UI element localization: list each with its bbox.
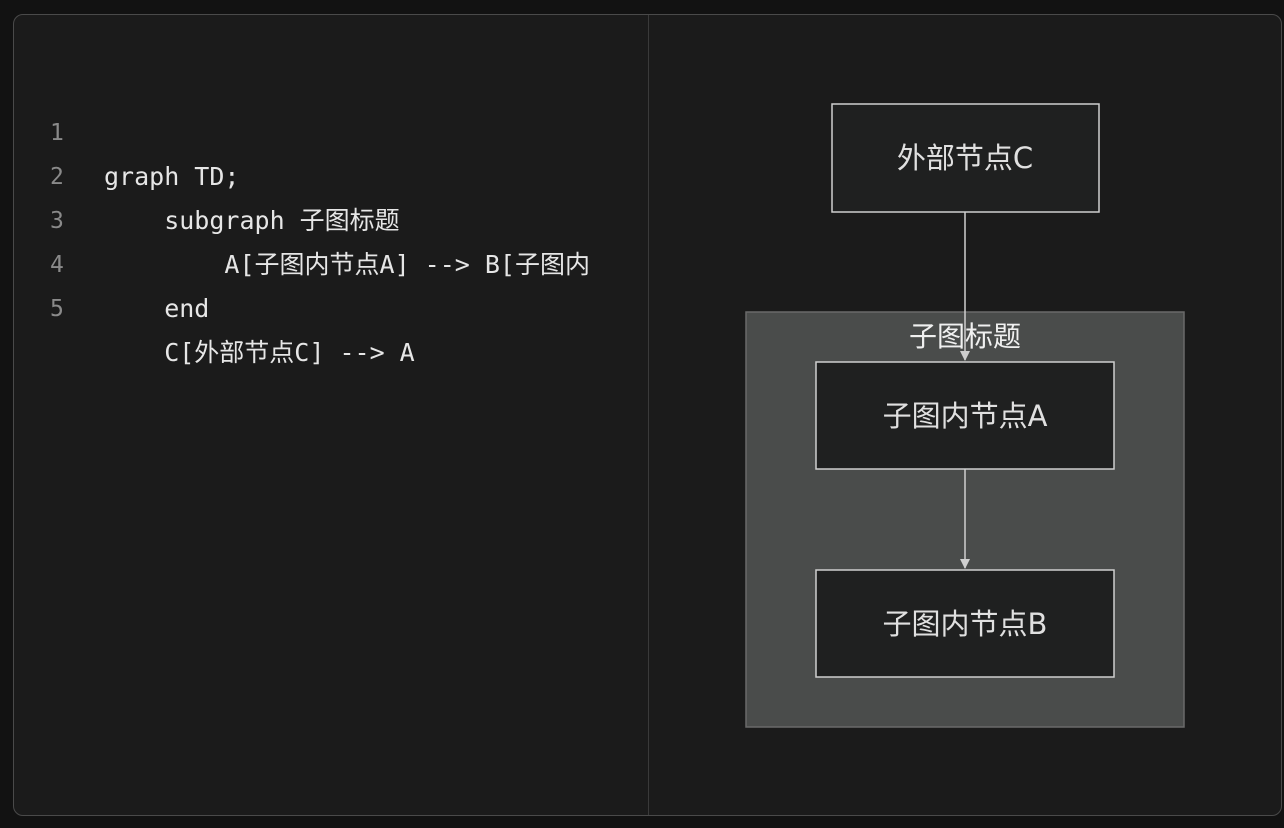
node-a-label: 子图内节点A — [883, 399, 1048, 433]
code-line[interactable]: 3 A[子图内节点A] --> B[子图内 — [14, 155, 590, 279]
node-b-box[interactable] — [815, 569, 1115, 678]
line-number: 5 — [50, 296, 64, 322]
node-b-label: 子图内节点B — [883, 607, 1048, 641]
code-line[interactable]: 2 subgraph 子图标题 — [14, 111, 400, 235]
mermaid-editor-panel: 1 graph TD; 2 subgraph 子图标题 3 A[子图内节点A] … — [13, 14, 1282, 816]
line-number: 4 — [50, 252, 64, 278]
line-number: 2 — [50, 164, 64, 190]
code-text[interactable]: graph TD; — [104, 162, 240, 191]
code-editor[interactable]: 1 graph TD; 2 subgraph 子图标题 3 A[子图内节点A] … — [14, 15, 648, 815]
line-number: 3 — [50, 208, 64, 234]
flowchart-diagram: 子图标题 外部节点C 子图内节点A 子图内节点B — [745, 103, 1185, 728]
code-line[interactable]: 4 end — [14, 199, 209, 323]
code-text[interactable]: end — [104, 294, 210, 323]
pane-divider[interactable] — [648, 15, 649, 815]
node-c-box[interactable] — [831, 103, 1100, 213]
node-c-label: 外部节点C — [897, 141, 1033, 175]
code-text[interactable]: subgraph 子图标题 — [104, 206, 400, 235]
code-line[interactable]: 5 C[外部节点C] --> A — [14, 243, 415, 367]
code-text[interactable]: A[子图内节点A] --> B[子图内 — [104, 250, 590, 279]
diagram-preview: 子图标题 外部节点C 子图内节点A 子图内节点B — [649, 15, 1281, 815]
code-line[interactable]: 1 graph TD; — [14, 67, 239, 191]
code-text[interactable]: C[外部节点C] --> A — [104, 338, 415, 367]
line-number: 1 — [50, 120, 64, 146]
